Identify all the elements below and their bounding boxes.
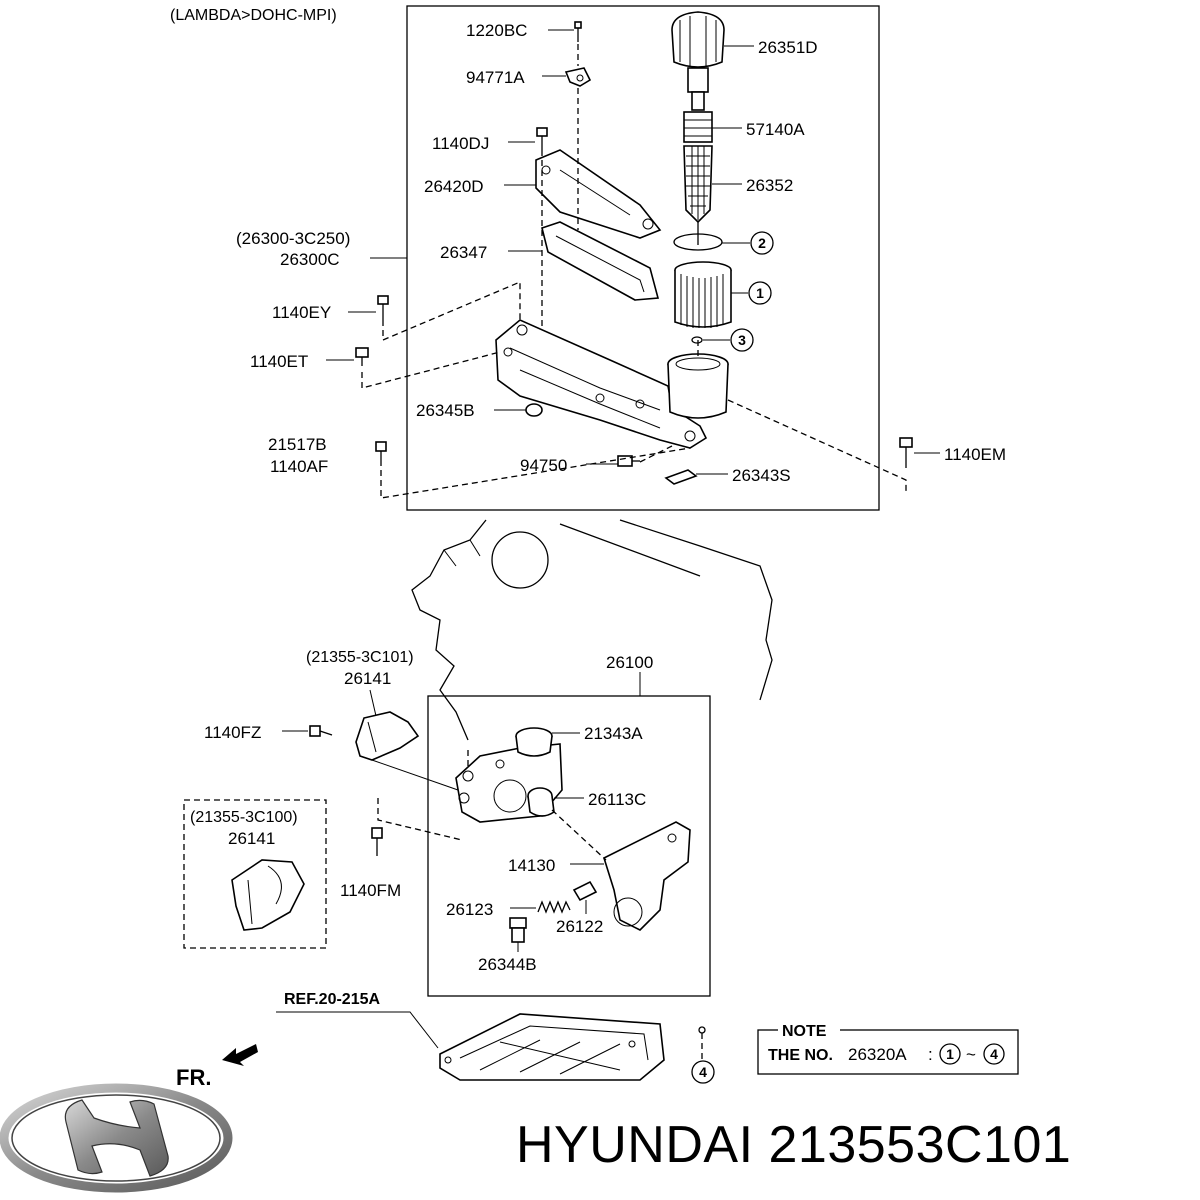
svg-text:1: 1 — [946, 1046, 954, 1062]
svg-text:4: 4 — [990, 1046, 998, 1062]
callout-3: 3 — [730, 328, 754, 352]
gasket-26343s-icon — [664, 469, 698, 485]
label-26343s: 26343S — [732, 466, 791, 485]
label-cover1: 26141 — [344, 669, 391, 688]
oil-cooler-housing-icon — [495, 319, 729, 449]
front-arrow-icon — [222, 1044, 258, 1066]
note-title: NOTE — [782, 1023, 827, 1040]
bolt-1140dj-icon — [536, 127, 548, 150]
label-94771a: 94771A — [466, 68, 525, 87]
label-26352: 26352 — [746, 176, 793, 195]
hyundai-logo-icon — [0, 1083, 233, 1193]
label-26100: 26100 — [606, 653, 653, 672]
drain-plug-icon — [698, 1026, 706, 1060]
bushing-26113c-icon — [527, 787, 555, 817]
svg-text:4: 4 — [699, 1064, 707, 1080]
timing-cover-26141-icon — [355, 711, 420, 761]
oil-pan-icon — [439, 1013, 665, 1081]
label-26420d: 26420D — [424, 177, 484, 196]
label-1140em: 1140EM — [944, 445, 1006, 464]
label-26345b: 26345B — [416, 401, 475, 420]
timing-cover-alt-icon — [231, 859, 305, 931]
front-label: FR. — [176, 1065, 211, 1090]
ref-label: REF.20-215A — [284, 991, 380, 1008]
label-14130: 14130 — [508, 856, 555, 875]
alt-cover-frame — [183, 799, 327, 949]
screw-1220bc-icon — [574, 21, 582, 42]
callout-4: 4 — [691, 1060, 715, 1084]
label-21343a: 21343A — [584, 724, 643, 743]
label-26347: 26347 — [440, 243, 487, 262]
svg-text::: : — [928, 1045, 933, 1064]
plunger-26122-icon — [572, 880, 598, 902]
clip-94771a-icon — [564, 67, 592, 87]
note-box: NOTE THE NO. 26320A : 1 ~ 4 — [757, 1020, 1019, 1075]
label-1220bc: 1220BC — [466, 21, 527, 40]
filter-element-1-icon — [674, 261, 732, 328]
bolt-1140em-icon — [899, 437, 913, 468]
oring-57140a-icon — [683, 111, 713, 143]
cover-26420d-icon — [535, 149, 662, 239]
label-1140af: 1140AF — [270, 457, 328, 476]
label-assy-alt: (26300-3C250) — [236, 229, 350, 248]
seal-26345b-icon — [525, 403, 543, 417]
sensor-21343a-icon — [515, 727, 553, 757]
strainer-26352-icon — [683, 145, 713, 245]
label-cover-alt1: (21355-3C101) — [306, 649, 414, 666]
label-cover2: 26141 — [228, 829, 275, 848]
label-1140et: 1140ET — [250, 352, 308, 371]
svg-text:THE NO.: THE NO. — [768, 1047, 833, 1064]
callout-1: 1 — [748, 281, 772, 305]
label-1140dj: 1140DJ — [432, 134, 489, 153]
bolt-1140et-icon — [355, 347, 369, 366]
label-26122: 26122 — [556, 917, 603, 936]
svg-text:2: 2 — [758, 235, 766, 251]
label-assy: 26300C — [280, 250, 340, 269]
callout-2: 2 — [750, 231, 774, 255]
plug-26344b-icon — [509, 917, 527, 943]
svg-text:3: 3 — [738, 332, 746, 348]
oring-2-icon — [673, 233, 723, 251]
label-1140fz: 1140FZ — [204, 723, 261, 742]
engine-block-outline — [411, 519, 773, 776]
svg-text:1: 1 — [756, 285, 764, 301]
label-26344b: 26344B — [478, 955, 537, 974]
relief-housing-14130-icon — [603, 821, 691, 931]
bolt-21517b-icon — [375, 441, 387, 466]
svg-text:~: ~ — [966, 1045, 976, 1064]
filter-cap-26351d-icon — [671, 11, 725, 111]
pump-frame — [427, 695, 711, 997]
bolt-1140fz-icon — [309, 725, 333, 737]
brand-caption: HYUNDAI 213553C101 — [516, 1116, 1071, 1174]
label-26123: 26123 — [446, 900, 493, 919]
label-26113c: 26113C — [588, 790, 646, 809]
bolt-1140ey-icon — [377, 295, 389, 326]
spring-26123-icon — [537, 900, 571, 914]
gasket-26347-icon — [541, 221, 660, 301]
oring-3-icon — [691, 336, 703, 344]
sensor-94750-icon — [617, 455, 640, 467]
label-21517b: 21517B — [268, 435, 327, 454]
label-1140fm: 1140FM — [340, 881, 401, 900]
variant-label: (LAMBDA>DOHC-MPI) — [170, 7, 337, 24]
label-26351d: 26351D — [758, 38, 818, 57]
bolt-1140fm-icon — [371, 827, 383, 856]
label-57140a: 57140A — [746, 120, 805, 139]
svg-text:26320A: 26320A — [848, 1045, 907, 1064]
label-cover-alt2: (21355-3C100) — [190, 809, 298, 826]
label-1140ey: 1140EY — [272, 303, 331, 322]
